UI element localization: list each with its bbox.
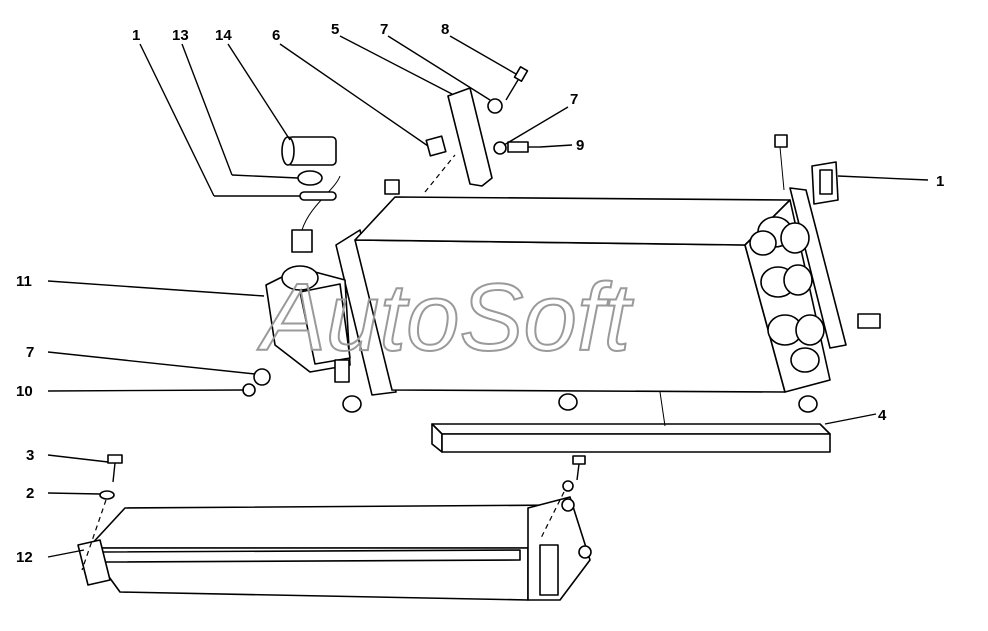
foam-strip-part-4 [431, 423, 831, 453]
washer-right [562, 480, 574, 492]
callout-5: 5 [331, 21, 339, 38]
bolt-right [572, 455, 586, 481]
callout-12: 12 [16, 549, 33, 566]
nut-part-10 [242, 383, 256, 397]
top-tab-right [774, 134, 788, 148]
electrical-connector-right [811, 161, 839, 205]
bottom-clips [342, 393, 818, 413]
callout-6: 6 [272, 27, 280, 44]
watermark: AutoSoft [257, 264, 634, 371]
callout-labels: 1 13 14 6 5 7 8 7 9 1 11 7 10 4 3 2 12 [16, 21, 944, 566]
screw-part-9 [507, 141, 540, 153]
callout-1-right: 1 [936, 173, 944, 190]
washer-part-7-top [487, 98, 503, 114]
nut-part-6 [425, 135, 447, 157]
callout-4: 4 [878, 407, 887, 424]
core-top-face [354, 196, 791, 246]
callout-10: 10 [16, 383, 33, 400]
leader-lines [47, 35, 929, 558]
callout-9: 9 [576, 137, 584, 154]
assembly-guide-lines [81, 154, 666, 571]
callout-7-left: 7 [26, 344, 34, 361]
callout-2: 2 [26, 485, 34, 502]
callout-7-top: 7 [380, 21, 388, 38]
callout-8: 8 [441, 21, 449, 38]
bracket-part-5 [447, 87, 493, 187]
clamp-ring-part-13 [297, 170, 323, 186]
washer-part-2 [99, 490, 115, 500]
callout-11: 11 [16, 273, 32, 290]
foam-cylinder-part-14 [281, 136, 337, 166]
callout-1-top: 1 [132, 27, 140, 44]
heater-core-assembly [335, 134, 881, 413]
lower-housing-assembly [77, 496, 592, 601]
top-tab-left [384, 179, 400, 195]
callout-14: 14 [215, 27, 232, 44]
side-clip [857, 313, 881, 329]
sensor-probe [299, 191, 337, 201]
bolt-part-3 [107, 454, 123, 483]
screw-part-8 [505, 66, 529, 101]
washer-part-7-mid [493, 141, 507, 155]
callout-7-right: 7 [570, 91, 578, 108]
washer-part-7-left [253, 368, 271, 386]
callout-13: 13 [172, 27, 189, 44]
callout-3: 3 [26, 447, 34, 464]
left-end-plate [335, 229, 397, 396]
actuator-motor-assembly [265, 175, 351, 383]
tube-bends [749, 216, 825, 373]
